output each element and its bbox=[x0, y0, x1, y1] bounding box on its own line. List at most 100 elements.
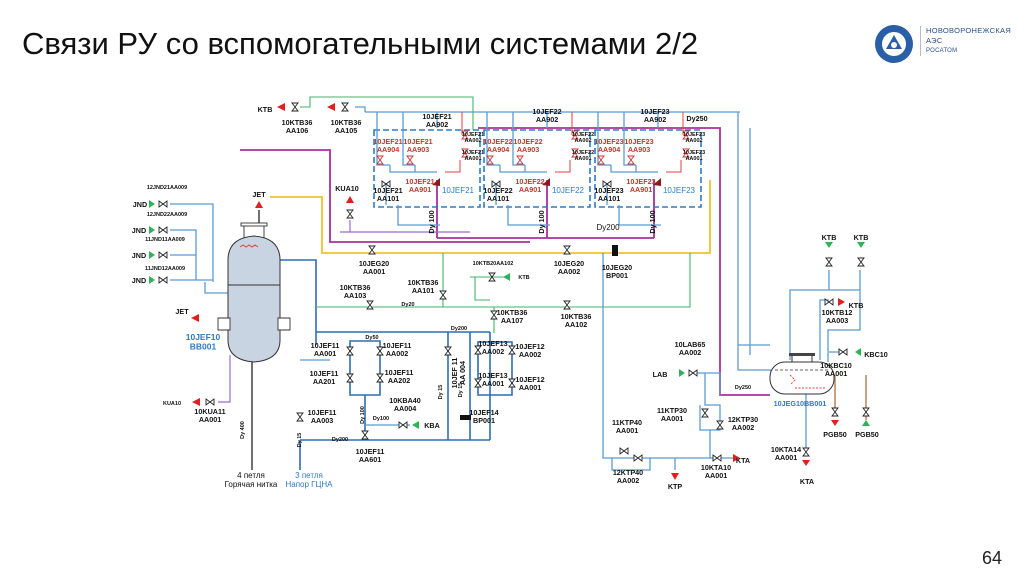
label-dy15: Dy 15 bbox=[297, 433, 303, 448]
valve-10kua11-aa001[interactable] bbox=[205, 398, 215, 406]
valve-11ktp30-aa001[interactable] bbox=[701, 408, 709, 418]
valve-11ktp40-aa001[interactable] bbox=[619, 447, 629, 455]
pipes bbox=[170, 96, 867, 471]
valve-10ktb36-aa105[interactable] bbox=[341, 102, 349, 112]
magenta-pipe-right bbox=[478, 127, 770, 396]
valve-12jnd22[interactable] bbox=[158, 226, 168, 234]
inlet-arrow-icon bbox=[149, 276, 155, 284]
label-kta: KTA bbox=[736, 456, 750, 465]
valve-pgb50-1[interactable] bbox=[831, 407, 839, 417]
valve-aa903[interactable] bbox=[516, 155, 524, 165]
inlet-arrow-icon bbox=[412, 421, 419, 429]
valve-10kta14-aa001[interactable] bbox=[802, 447, 810, 457]
valve-ktb-2[interactable] bbox=[857, 257, 865, 267]
header-to-exchanger bbox=[737, 112, 783, 381]
valve-10jeg20-aa001[interactable] bbox=[368, 245, 376, 255]
valve-10jef13-aa001[interactable] bbox=[474, 378, 482, 388]
label-dy100: Dy 100 bbox=[537, 210, 546, 233]
check-valve-aa901[interactable] bbox=[432, 178, 440, 186]
valve-10jef11-aa004[interactable] bbox=[444, 346, 452, 356]
page-title: Связи РУ со вспомогательными системами 2… bbox=[22, 26, 699, 61]
valve-12jnd21[interactable] bbox=[158, 200, 168, 208]
logo-line2: АЭС bbox=[926, 36, 943, 45]
dy20-green-pipe bbox=[316, 253, 691, 333]
label-dy250-right: Dy250 bbox=[735, 385, 751, 391]
valve-10ktb36-aa106[interactable] bbox=[291, 102, 299, 112]
inlet-arrow-icon bbox=[855, 348, 861, 356]
valve-ktb-1[interactable] bbox=[825, 257, 833, 267]
arrows bbox=[149, 103, 870, 480]
label-12jnd21aa009: 12JND21AA009 bbox=[147, 185, 187, 191]
valve-aa903[interactable] bbox=[406, 155, 414, 165]
vessel-outlet-pipe bbox=[278, 259, 490, 345]
valve-10kbc10-aa001[interactable] bbox=[838, 348, 848, 356]
label-dy50: Dy50 bbox=[365, 335, 378, 341]
inlet-arrow-icon bbox=[857, 242, 865, 248]
inlet-arrow-icon bbox=[149, 226, 155, 234]
flow-meter-10jef14-bp001 bbox=[460, 415, 471, 420]
label-jnd: JND bbox=[132, 276, 146, 285]
valve-10jef11-aa201[interactable] bbox=[346, 373, 354, 383]
valve-10ktb36-aa102[interactable] bbox=[563, 300, 571, 310]
valve-10jef11-aa003[interactable] bbox=[296, 412, 304, 422]
valve-10jef12-aa002[interactable] bbox=[508, 345, 516, 355]
check-valve-aa901[interactable] bbox=[542, 178, 550, 186]
valve-10ktb36-aa103[interactable] bbox=[366, 300, 374, 310]
valve-10jef11-aa202[interactable] bbox=[376, 373, 384, 383]
valve-11jnd11[interactable] bbox=[158, 251, 168, 259]
valve-10jef11-aa601[interactable] bbox=[361, 430, 369, 440]
inlet-arrow-icon bbox=[149, 251, 155, 259]
valve-aa904[interactable] bbox=[597, 155, 605, 165]
label-ktb-top: KTB bbox=[258, 105, 273, 114]
top-header-pipe bbox=[355, 106, 740, 113]
label-lab: LAB bbox=[653, 370, 668, 379]
label-12jnd22aa009: 12JND22AA009 bbox=[147, 212, 187, 218]
label-group: 10JEF22 bbox=[552, 186, 585, 195]
inlet-arrow-icon bbox=[503, 273, 510, 281]
vessel-10jef10[interactable] bbox=[217, 222, 291, 363]
label-dy15: Dy 15 bbox=[438, 385, 444, 400]
valve-10jef12-aa001[interactable] bbox=[508, 378, 516, 388]
magenta-pipe-left bbox=[240, 149, 530, 243]
valve-10jef11-aa001[interactable] bbox=[346, 346, 354, 356]
valve-11jnd12[interactable] bbox=[158, 276, 168, 284]
lower-loop-pipes bbox=[299, 332, 513, 470]
valve-12ktp30-aa002[interactable] bbox=[716, 420, 724, 430]
valve-10kba40-aa004[interactable] bbox=[398, 421, 408, 429]
valve-aa903[interactable] bbox=[627, 155, 635, 165]
valve-10kta10-aa001[interactable] bbox=[712, 454, 722, 462]
check-valve-aa901[interactable] bbox=[653, 178, 661, 186]
label-jnd: JND bbox=[133, 200, 147, 209]
valve-10ktb36-aa101[interactable] bbox=[439, 290, 447, 300]
label-dy200-low: Dy200 bbox=[332, 437, 348, 443]
valve-aa904[interactable] bbox=[486, 155, 494, 165]
valve-12ktp40-aa002[interactable] bbox=[633, 454, 643, 462]
label-dy400: Dy 400 bbox=[240, 421, 246, 439]
valve-10lab65-aa002[interactable] bbox=[688, 369, 698, 377]
valve-aa904[interactable] bbox=[376, 155, 384, 165]
valve-kua10[interactable] bbox=[346, 209, 354, 219]
valve-10jeg20-aa002[interactable] bbox=[563, 245, 571, 255]
valve-pgb50-2[interactable] bbox=[862, 407, 870, 417]
heat-exchanger-10jeg10[interactable] bbox=[769, 353, 835, 395]
label-dy100-vertical: Dy 100 bbox=[360, 406, 366, 424]
purple-pipe bbox=[218, 220, 470, 403]
